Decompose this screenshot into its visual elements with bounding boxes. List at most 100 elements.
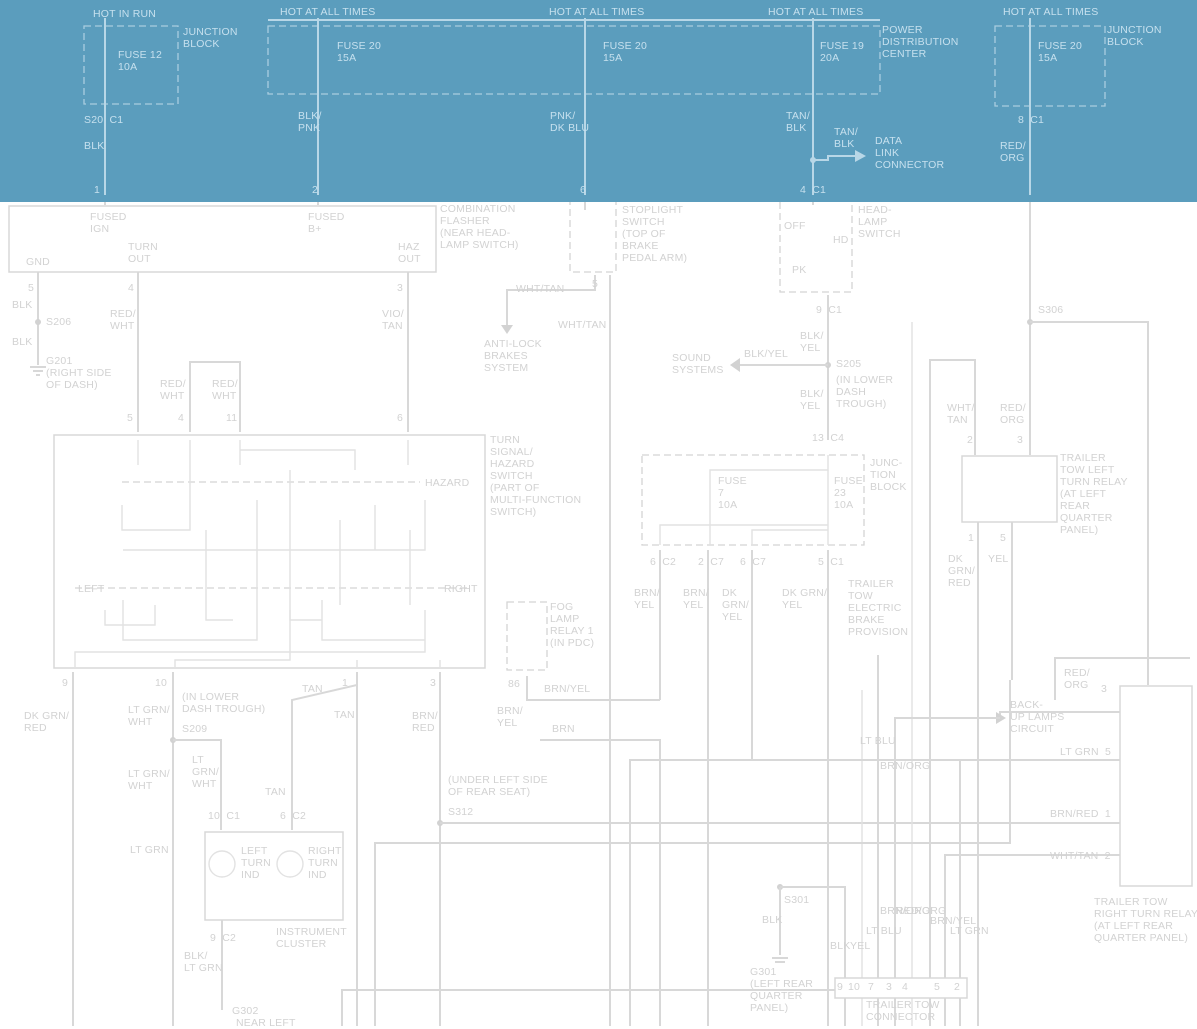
vio-tan-label: VIO/ TAN	[382, 308, 404, 332]
instrument-cluster-label: INSTRUMENT CLUSTER	[276, 926, 347, 950]
red-wht-label-2: RED/ WHT	[160, 378, 186, 402]
data-link-connector-label: DATA LINK CONNECTOR	[875, 135, 945, 171]
wire-label-tan-blk: TAN/ BLK	[786, 110, 810, 134]
blk-vertical-label: BLK	[762, 914, 783, 926]
pdc-label: POWER DISTRIBUTION CENTER	[882, 24, 959, 60]
dk-grn-yel-label-1: DK GRN/ YEL	[722, 587, 750, 623]
ltgrn-5-label: LT GRN 5	[1060, 746, 1112, 758]
pin-1-relay: 1	[968, 532, 975, 544]
turn-signal-switch-label: TURN SIGNAL/ HAZARD SWITCH (PART OF MULT…	[490, 434, 582, 518]
trailer-left-relay-label: TRAILER TOW LEFT TURN RELAY (AT LEFT REA…	[1060, 452, 1128, 536]
red-wht-label-3: RED/ WHT	[212, 378, 238, 402]
dk-grn-red-label-2: DK GRN/ RED	[948, 553, 976, 589]
conn-red-org: RED/ORG	[896, 905, 947, 917]
pin-5-label: 5	[28, 282, 35, 294]
turn-out-label: TURN OUT	[128, 241, 158, 265]
c7-6-label: 6 C7	[740, 556, 767, 568]
red-wht-label-1: RED/ WHT	[110, 308, 136, 332]
pin-4-label: 4	[128, 282, 135, 294]
blk-label-b: BLK	[12, 336, 33, 348]
c4-13-label: 13 C4	[812, 432, 845, 444]
c2-9-label: 9 C2	[210, 932, 237, 944]
ltgrn-label: LT GRN	[130, 844, 169, 856]
fuse-20a-label: FUSE 20 15A	[337, 40, 381, 64]
junction-block-label-1: JUNCTION BLOCK	[183, 26, 238, 50]
highlight-banner	[0, 0, 1197, 202]
wiring-lines	[8, 195, 1193, 1026]
brn-yel-label-4: BRN/ YEL	[497, 705, 523, 729]
wire-label-tan-blk-2: TAN/ BLK	[834, 126, 858, 150]
sound-systems-label: SOUND SYSTEMS	[672, 352, 724, 376]
c1-9-label: 9 C1	[816, 304, 843, 316]
conn-ltblu: LT BLU	[866, 925, 902, 937]
conn-yel: YEL	[850, 940, 871, 952]
right-turn-ind-label: RIGHT TURN IND	[308, 845, 342, 881]
left-turn-ind-label: LEFT TURN IND	[241, 845, 271, 881]
connector-8-c1: 8 C1	[1018, 114, 1045, 126]
s206-label: S206	[46, 316, 72, 328]
brn-yel-label-3: BRN/YEL	[544, 683, 591, 695]
dk-grn-yel-label-2: DK GRN/ YEL	[782, 587, 828, 611]
c2-6-label: 6 C2	[280, 810, 307, 822]
lt-grn-wht-label-3: LT GRN/ WHT	[192, 754, 220, 790]
trailer-connector-label: TRAILER TOW CONNECTOR	[866, 999, 940, 1023]
conn-pin-7: 7	[868, 981, 875, 993]
wire-label-blk: BLK	[84, 140, 105, 152]
lt-blu-vertical-label: LT BLU	[860, 735, 896, 747]
g301-label: G301 (LEFT REAR QUARTER PANEL)	[750, 966, 814, 1014]
ltgrn-wht-label-1: LT GRN/ WHT	[128, 704, 170, 728]
tan-label-1: TAN	[302, 683, 323, 695]
pin-3b-label: 3	[430, 677, 437, 689]
conn-pin-2: 2	[954, 981, 961, 993]
pin-5-relay: 5	[1000, 532, 1007, 544]
pin-5-switch: 5	[127, 412, 134, 424]
fog-relay-label: FOG LAMP RELAY 1 (IN PDC)	[550, 601, 595, 649]
pin-11-switch: 11	[226, 412, 238, 424]
pin-86-label: 86	[508, 678, 521, 690]
junction-block-label-3: JUNC- TION BLOCK	[870, 457, 907, 493]
right-label: RIGHT	[444, 583, 478, 595]
hazard-label: HAZARD	[425, 477, 470, 489]
fuse-23-label: FUSE 23 10A	[834, 475, 863, 511]
blk-yel-label-1: BLK/ YEL	[800, 330, 824, 354]
g201-label: G201 (RIGHT SIDE OF DASH)	[46, 355, 112, 391]
pin-label-6: 6	[580, 184, 587, 196]
pin-4-switch: 4	[178, 412, 185, 424]
conn-pin-3: 3	[886, 981, 893, 993]
fused-ign-label: FUSED IGN	[90, 211, 127, 235]
hot-at-all-times-label-2: HOT AT ALL TIMES	[549, 6, 645, 18]
backup-lamps-label: BACK- UP LAMPS CIRCUIT	[1010, 699, 1065, 735]
pin-2-relay: 2	[967, 434, 974, 446]
s209-label: S209	[182, 723, 208, 735]
s301-label: S301	[784, 894, 810, 906]
fuse-20c-label: FUSE 20 15A	[1038, 40, 1082, 64]
fuse-12-label: FUSE 12 10A	[118, 49, 162, 73]
red-org-label-2: RED/ ORG	[1064, 667, 1090, 691]
s306-label: S306	[1038, 304, 1064, 316]
connector-s20-c1: S20 C1	[84, 114, 124, 126]
pin-label-4-c1: 4 C1	[800, 184, 827, 196]
dk-grn-red-label: DK GRN/ RED	[24, 710, 70, 734]
hot-at-all-times-label-1: HOT AT ALL TIMES	[280, 6, 376, 18]
red-org-label-1: RED/ ORG	[1000, 402, 1026, 426]
conn-pin-9: 9	[837, 981, 844, 993]
pin-5b-label: 5	[592, 278, 599, 290]
conn-pin-10: 10	[848, 981, 861, 993]
brn-yel-label-2: BRN/ YEL	[683, 587, 709, 611]
pk-label: PK	[792, 264, 807, 276]
wht-tan-label-1: WHT/TAN	[516, 283, 565, 295]
c1-5-label: 5 C1	[818, 556, 845, 568]
stoplight-switch-label: STOPLIGHT SWITCH (TOP OF BRAKE PEDAL ARM…	[622, 204, 688, 264]
anti-lock-label: ANTI-LOCK BRAKES SYSTEM	[484, 338, 542, 374]
fuse-19-label: FUSE 19 20A	[820, 40, 864, 64]
off-label: OFF	[784, 220, 806, 232]
wht-tan-label-2: WHT/TAN	[558, 319, 607, 331]
brn-org-vertical-label: BRN/ORG	[880, 760, 931, 772]
g302-label: G302	[232, 1005, 259, 1017]
blk-yel-label-3: BLK/ YEL	[800, 388, 824, 412]
pin-label-2: 2	[312, 184, 319, 196]
conn-brn-yel: BRN/YEL	[930, 915, 977, 927]
brn-label: BRN	[552, 723, 575, 735]
left-label: LEFT	[78, 583, 105, 595]
